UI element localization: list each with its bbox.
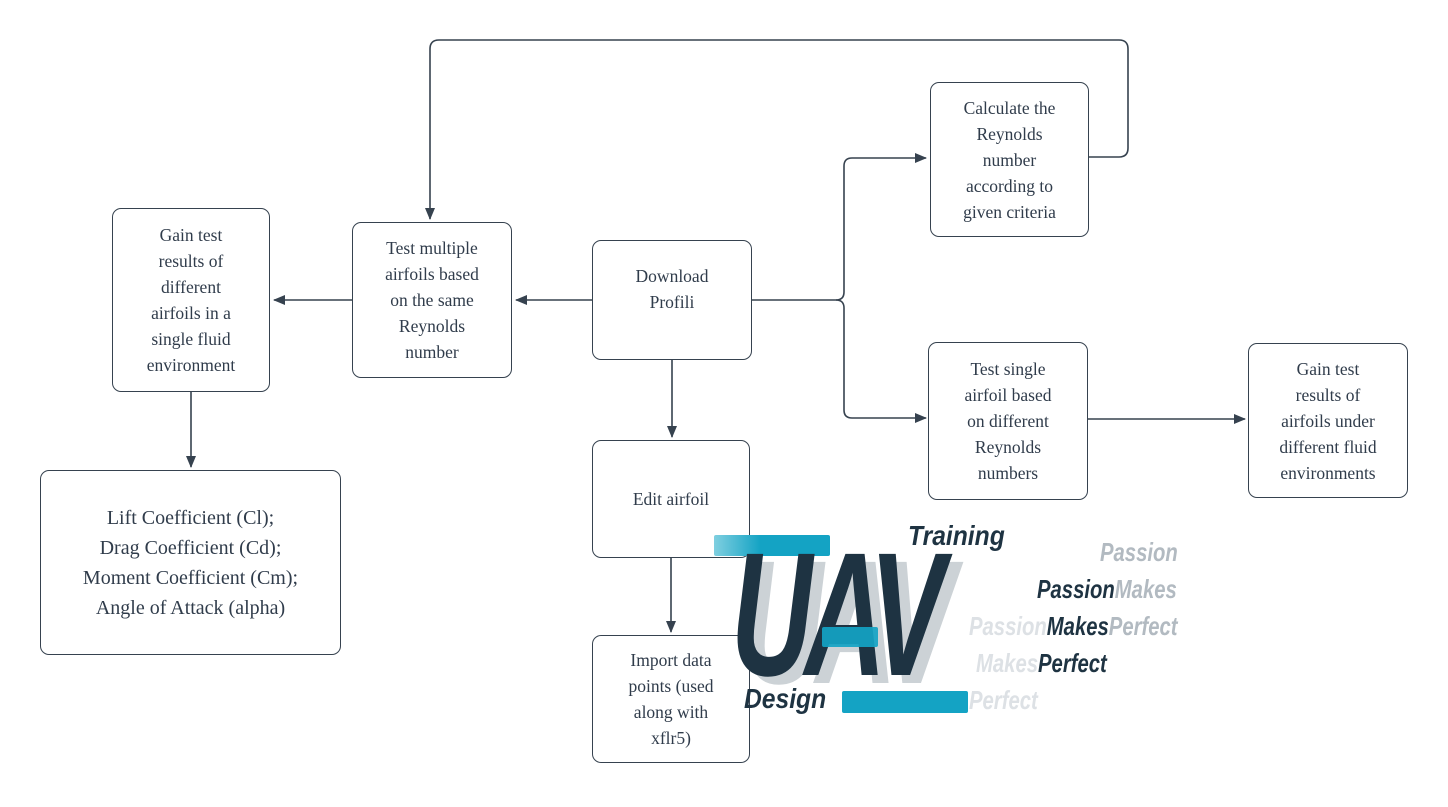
edge-branch-to-calc-reynolds: [835, 153, 927, 301]
node-coefficients-output: Lift Coefficient (Cl);Drag Coefficient (…: [40, 470, 341, 655]
node-label: Lift Coefficient (Cl);Drag Coefficient (…: [82, 506, 299, 619]
edge-calc-reynolds-feedback-to-test-multiple: [425, 39, 1129, 220]
edge-branch-to-test-single: [835, 299, 927, 423]
node-label: Edit airfoil: [632, 489, 710, 509]
node-edit-airfoil: Edit airfoil: [592, 440, 750, 558]
